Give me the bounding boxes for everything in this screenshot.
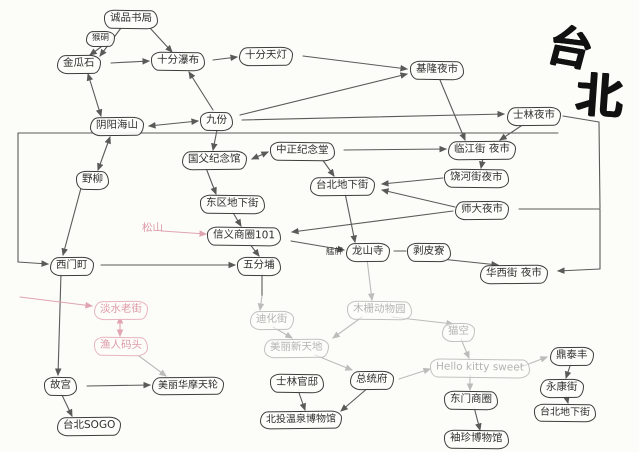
node-miniatures-museum: 袖珍博物馆 [443,429,509,450]
node-keelung-night-market: 基隆夜市 [409,60,465,80]
node-hello-kitty-sweet: Hello kitty sweet [429,358,530,379]
node-xinyi-district-101: 信义商圈101 [206,226,282,247]
node-xintiandi: 美丽新天地 [263,338,329,358]
node-bopiliao: 剥皮寮 [406,242,451,262]
node-yinyang-sea: 阴阳海山 [89,116,145,136]
node-danshui-old-street: 淡水老街 [93,300,149,320]
node-shifen-waterfall: 十分瀑布 [150,51,206,71]
node-maokong: 猫空 [441,322,476,342]
node-sun-yat-sen-memorial: 国父纪念馆 [181,150,247,170]
node-yongkang-street: 永康街 [539,378,584,398]
node-cks-memorial-hall: 中正纪念堂 [269,141,335,162]
node-dihua-street: 迪化街 [249,310,294,330]
node-taipei-sogo: 台北SOGO [56,416,122,436]
node-mengjia: 艋舺 [325,246,344,258]
node-shida-night-market: 师大夜市 [454,200,510,220]
node-palace-museum: 故宫 [43,376,78,396]
title-taipei-char-2: 北 [573,67,625,126]
node-jiufen: 九份 [199,111,234,131]
node-ximending: 西门町 [49,256,94,276]
node-shifen-sky-lantern: 十分天灯 [238,46,294,66]
node-din-tai-fung: 鼎泰丰 [549,346,594,366]
node-raohe-night-market: 饶河街夜市 [443,168,509,189]
node-yehliu: 野柳 [75,170,110,190]
node-beitou-hot-spring-museum: 北投温泉博物馆 [259,410,343,430]
node-taipei-underground-mall: 台北地下街 [309,176,375,196]
node-muzha-zoo: 木栅动物园 [346,300,412,321]
node-longshan-temple: 龙山寺 [345,242,390,262]
node-east-district-underground: 东区地下街 [199,194,265,215]
node-wufenpu: 五分埔 [236,256,281,276]
node-huaxi-night-market: 华西街 夜市 [479,264,548,284]
node-shilin-residence: 士林官邸 [269,373,325,393]
node-fisherman-wharf: 渔人码头 [93,336,149,356]
node-houtong: 猴硐 [85,30,116,48]
node-songshan: 松山 [141,221,164,235]
node-eslite-bookstore: 诚品书局 [103,9,159,29]
node-shilin-night-market: 士林夜市 [506,106,562,126]
node-presidential-office: 总统府 [349,370,394,390]
node-jinguashi: 金瓜石 [56,54,101,74]
node-taipei-underground-2: 台北地下街 [533,403,597,423]
node-miramar-ferris-wheel: 美丽华摩天轮 [151,376,225,396]
node-linjiang-night-market: 临江街 夜市 [447,140,516,160]
node-dongmen-circle: 东门商圈 [443,390,499,410]
